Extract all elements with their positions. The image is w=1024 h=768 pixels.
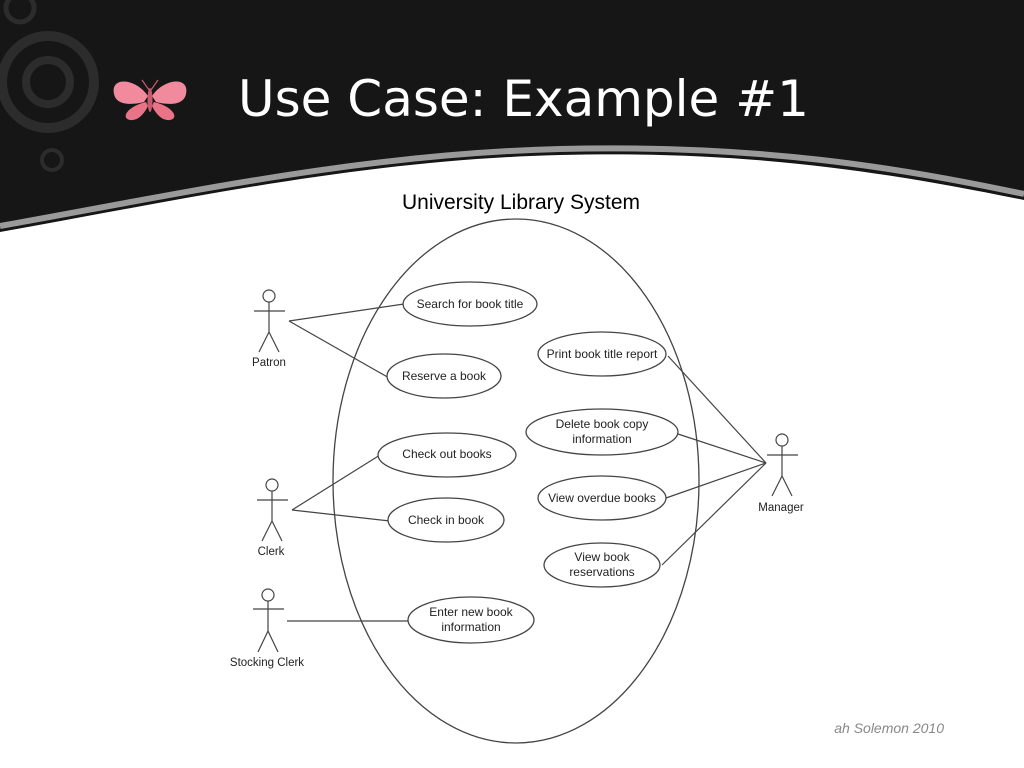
use-case-label-line1: View book <box>574 550 630 564</box>
use-case-label-line1: Delete book copy <box>556 417 649 431</box>
system-boundary <box>332 218 700 744</box>
use-case-view-overdue: View overdue books <box>537 475 667 521</box>
system-title: University Library System <box>402 191 640 214</box>
use-case-reserve: Reserve a book <box>386 353 502 399</box>
actor-label-stocking-clerk: Stocking Clerk <box>230 657 304 669</box>
use-case-label-line2: information <box>572 432 631 446</box>
use-case-enter-new: Enter new book information <box>407 596 535 644</box>
title-banner <box>0 0 1024 232</box>
use-case-label: Search for book title <box>417 297 524 311</box>
use-case-label: Reserve a book <box>402 369 487 383</box>
use-case-label: Print book title report <box>547 347 658 361</box>
actor-manager <box>767 433 798 497</box>
footer-credit: ah Solemon 2010 <box>834 720 944 736</box>
use-case-view-reservations: View book reservations <box>543 542 661 588</box>
use-case-print-report: Print book title report <box>537 331 667 377</box>
slide-title: Use Case: Example #1 <box>238 70 809 128</box>
banner-swoosh <box>0 145 1024 229</box>
use-case-search: Search for book title <box>402 281 538 327</box>
use-case-label-line1: Enter new book <box>429 605 513 619</box>
use-case-delete-copy: Delete book copy information <box>525 408 679 456</box>
use-case-checkin: Check in book <box>387 497 505 543</box>
use-case-label-line2: information <box>441 620 500 634</box>
actor-label-manager: Manager <box>758 502 804 514</box>
use-case-label: Check in book <box>408 513 485 527</box>
actor-label-clerk: Clerk <box>258 546 285 558</box>
butterfly-icon <box>113 79 187 121</box>
actor-clerk <box>257 478 288 542</box>
use-case-label-line2: reservations <box>569 565 634 579</box>
association-lines <box>287 303 767 622</box>
actor-patron <box>254 289 285 353</box>
decorative-circles <box>0 0 99 172</box>
actor-label-patron: Patron <box>252 357 286 369</box>
use-case-checkout: Check out books <box>377 432 517 478</box>
use-case-label: Check out books <box>402 447 491 461</box>
actor-stocking-clerk <box>253 588 284 653</box>
use-case-label: View overdue books <box>548 491 656 505</box>
